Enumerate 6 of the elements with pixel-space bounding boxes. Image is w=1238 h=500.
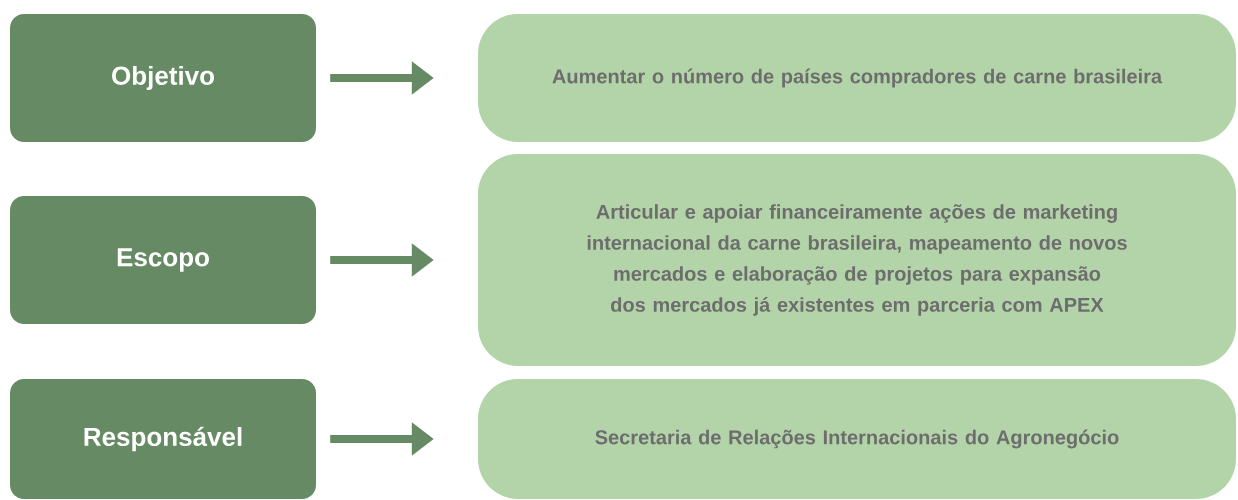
label-box: Escopo xyxy=(10,196,316,324)
description-box: Secretaria de Relações Internacionais do Agronegócio xyxy=(478,379,1236,499)
label-box: Objetivo xyxy=(10,14,316,142)
label-box: Responsável xyxy=(10,379,316,499)
description-box: Aumentar o número de países compradores de carne brasileira xyxy=(478,14,1236,142)
description-box: Articular e apoiar financeiramente ações de marketing internacional da carne brasileira, mapeamento de novos mercados e elaboração de projetos para expansão dos mercados já existentes em parceria com APEX xyxy=(478,154,1236,366)
